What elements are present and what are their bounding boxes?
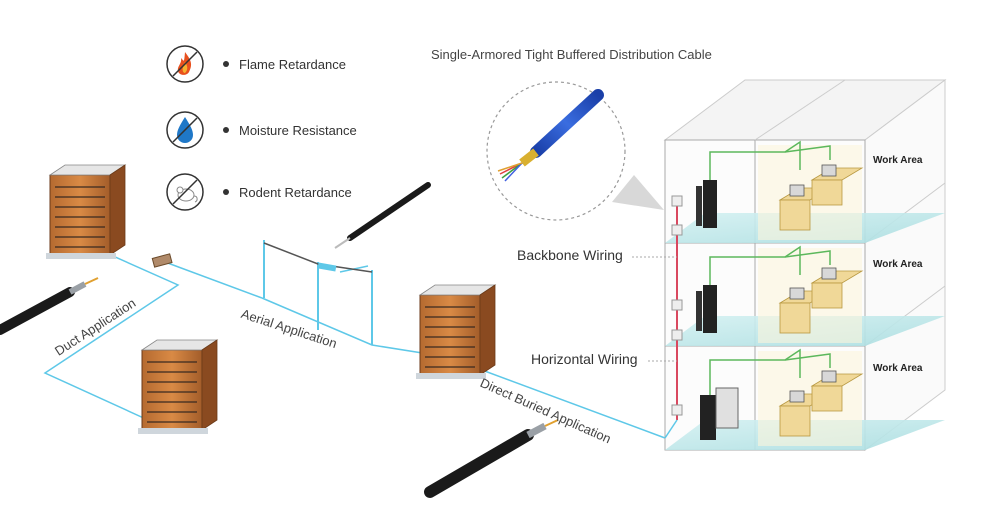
aerial-messenger-wire	[263, 242, 373, 273]
blue-distribution-cable	[497, 89, 604, 182]
callout-pointer	[612, 175, 664, 210]
feature-label: Rodent Retardance	[239, 184, 352, 200]
work-area-label: Work Area	[873, 363, 923, 374]
feature-rodent: Rodent Retardance	[165, 170, 352, 214]
work-area-label: Work Area	[873, 259, 923, 270]
floor-equipment	[671, 140, 831, 440]
aerial-poles	[263, 240, 373, 345]
duct-cable	[0, 277, 99, 335]
backbone-wiring-label: Backbone Wiring	[515, 247, 625, 263]
bullet	[223, 127, 229, 133]
cable-routes	[43, 247, 666, 439]
rodent-icon	[166, 173, 204, 211]
cable-title: Single-Armored Tight Buffered Distributi…	[431, 47, 712, 62]
flame-icon	[166, 45, 204, 83]
feature-moisture: Moisture Resistance	[165, 108, 357, 152]
water-drop-icon	[166, 111, 204, 149]
aerial-splice-closure	[317, 262, 337, 272]
building-middle	[415, 284, 496, 380]
feature-flame: Flame Retardance	[165, 42, 346, 86]
direct-buried-cable	[424, 419, 559, 498]
cable-detail-circle	[486, 81, 626, 221]
feature-label: Moisture Resistance	[239, 122, 357, 138]
bullet	[223, 61, 229, 67]
building-left-bottom	[137, 339, 218, 435]
work-area-label: Work Area	[873, 155, 923, 166]
feature-label: Flame Retardance	[239, 56, 346, 72]
workstations	[778, 167, 864, 437]
bullet	[223, 189, 229, 195]
horizontal-wiring-label: Horizontal Wiring	[529, 351, 640, 367]
duct-splice-box	[151, 253, 173, 268]
aerial-cable	[334, 182, 431, 249]
building-left-top	[45, 164, 126, 260]
computers	[789, 164, 837, 403]
